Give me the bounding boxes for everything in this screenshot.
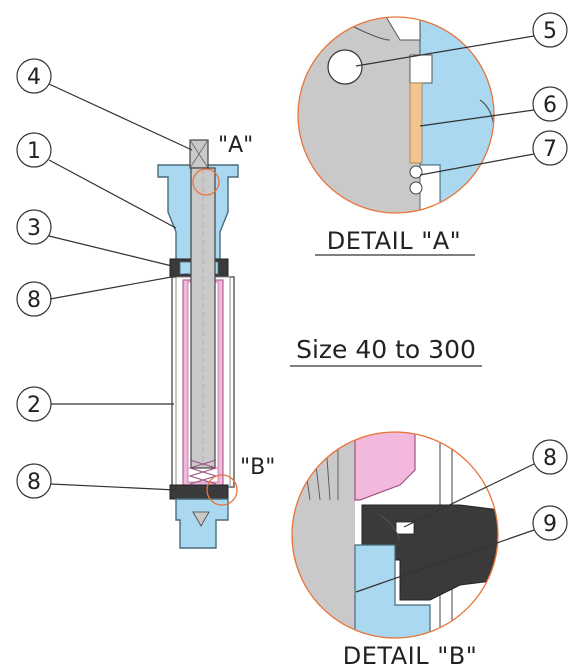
main-assembly [157, 139, 239, 549]
detail-b-view [291, 431, 499, 639]
callout-8-lower: 8 [27, 470, 41, 495]
bottom-spring [188, 459, 218, 485]
marker-b-label: "B" [240, 455, 275, 480]
callout-2: 2 [27, 393, 41, 418]
callouts-detail-a [355, 12, 568, 176]
callout-4: 4 [27, 65, 41, 90]
callout-1: 1 [27, 139, 41, 164]
detail-b-title: DETAIL "B" [343, 642, 477, 670]
callout-8-upper: 8 [27, 288, 41, 313]
detail-a-title: DETAIL "A" [327, 227, 461, 255]
callout-5: 5 [543, 19, 557, 44]
packing-strip [409, 82, 423, 164]
detail-b-marker-circle [206, 474, 238, 506]
callout-3: 3 [27, 216, 41, 241]
callout-8-detail: 8 [543, 446, 557, 471]
lower-ring [169, 484, 229, 500]
callout-9: 9 [543, 512, 557, 537]
detail-a-view [297, 16, 495, 214]
detail-a-hole [327, 49, 363, 85]
detail-a-marker-circle [192, 168, 220, 196]
callout-6: 6 [543, 93, 557, 118]
callouts-left [16, 58, 193, 499]
size-range-label: Size 40 to 300 [296, 335, 476, 364]
callout-7: 7 [543, 137, 557, 162]
callouts-detail-b [355, 439, 568, 593]
marker-a-label: "A" [218, 133, 253, 158]
